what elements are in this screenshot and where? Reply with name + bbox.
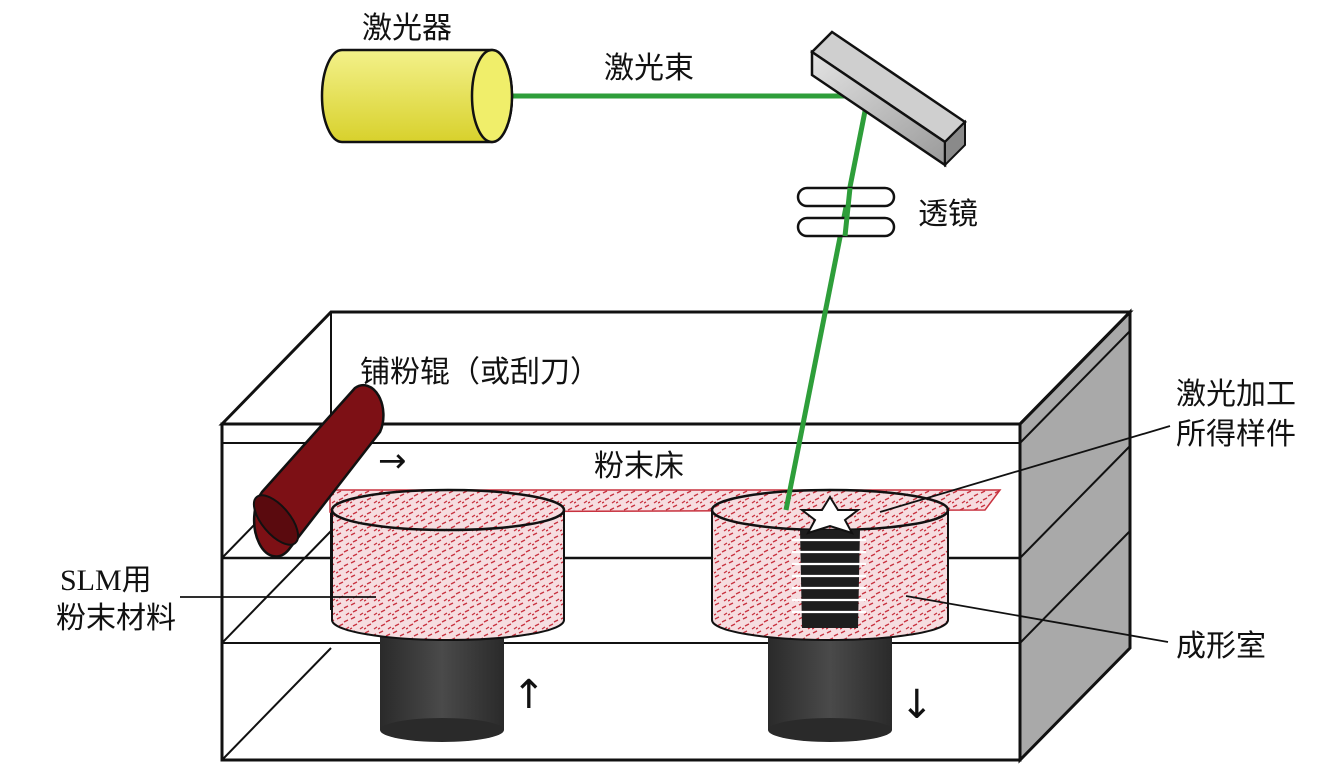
laser-source [320, 48, 514, 144]
build-piston [768, 630, 892, 730]
build-cylinder [710, 488, 950, 742]
label-powder-bed: 粉末床 [594, 449, 684, 484]
label-part-line2: 所得样件 [1176, 417, 1296, 452]
label-part-line1: 激光加工 [1176, 377, 1296, 412]
label-material-line2: 粉末材料 [56, 601, 176, 636]
box-front-face [220, 422, 1022, 762]
powder-supply-cylinder [330, 488, 566, 742]
laser-beam [496, 93, 871, 511]
label-chamber: 成形室 [1176, 629, 1266, 664]
leader-chamber [905, 595, 1169, 643]
label-beam: 激光束 [604, 51, 694, 86]
supply-piston [380, 630, 504, 730]
focusing-lens [796, 186, 896, 238]
scan-mirror [810, 30, 967, 168]
label-material-line1: SLM用 [60, 564, 152, 597]
label-lens: 透镜 [918, 197, 978, 232]
arrow-up-icon: ↑ [512, 672, 546, 718]
recoater-roller [252, 383, 385, 558]
arrow-right-icon: → [378, 441, 407, 481]
label-roller: 铺粉辊（或刮刀） [360, 355, 600, 390]
box-right-panel [1018, 308, 1132, 764]
label-laser: 激光器 [362, 11, 452, 46]
leader-part [879, 425, 1171, 513]
part-star-top [799, 495, 861, 535]
arrow-down-icon: ↓ [900, 682, 934, 728]
printed-part-stack [792, 495, 866, 628]
